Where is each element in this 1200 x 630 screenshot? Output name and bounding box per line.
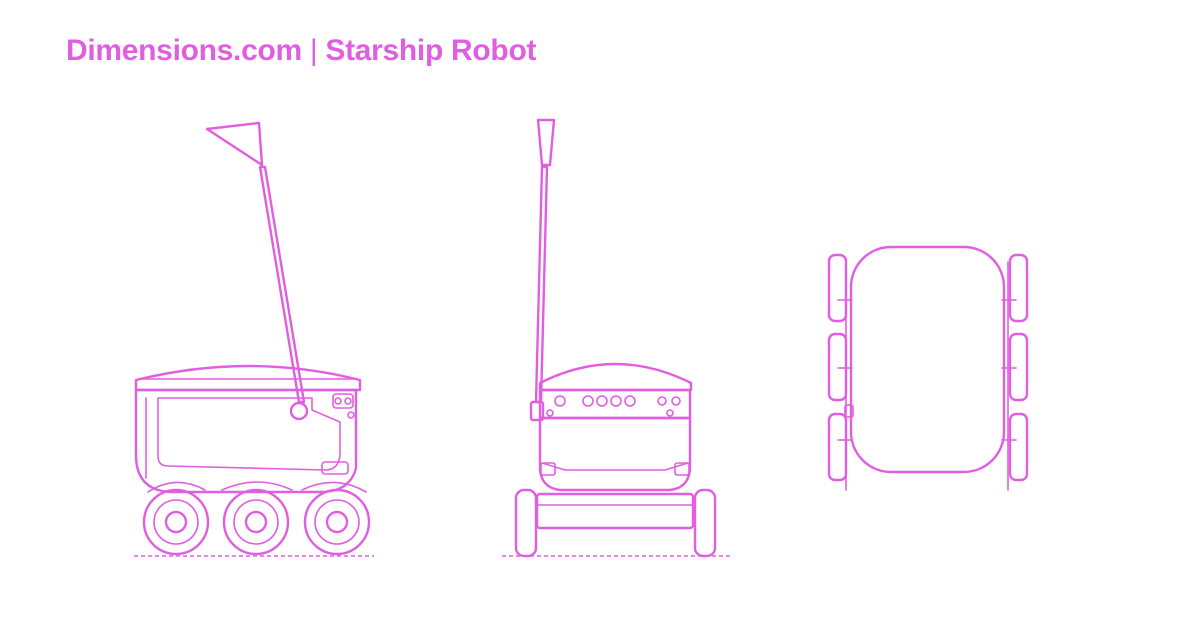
front-lid [538,362,693,392]
object-name: Starship Robot [325,34,537,67]
front-wheel-left [514,488,538,558]
side-flag [205,121,264,167]
front-body [538,416,692,492]
front-flag [536,118,556,167]
brand-name: Dimensions.com [66,34,302,67]
side-flag-pole [258,165,306,404]
top-wheel-left-rear [827,412,848,482]
top-wheel-right-front [1008,253,1029,323]
front-chassis [535,492,695,530]
top-pole-mount [844,404,854,418]
side-sensor [332,393,354,409]
side-wheel-middle [222,488,290,556]
front-flag-pole [534,165,549,404]
side-wheel-front [303,488,371,556]
front-pole-mount [529,400,545,422]
side-body-panel [157,397,341,471]
top-body [849,245,1006,474]
front-wheel-right [693,488,717,558]
side-view [134,121,374,557]
side-body [134,388,358,494]
top-wheel-right-middle [1008,332,1029,402]
side-pole-mount [289,401,309,421]
front-view [502,118,730,558]
top-wheel-right-rear [1008,412,1029,482]
top-wheel-left-front [827,253,848,323]
side-wheel-rear [142,488,210,556]
page-title: Dimensions.com|Starship Robot [66,34,536,68]
top-wheel-left-middle [827,332,848,402]
top-view [827,245,1029,491]
side-lid [134,364,362,392]
title-separator: | [309,34,318,67]
